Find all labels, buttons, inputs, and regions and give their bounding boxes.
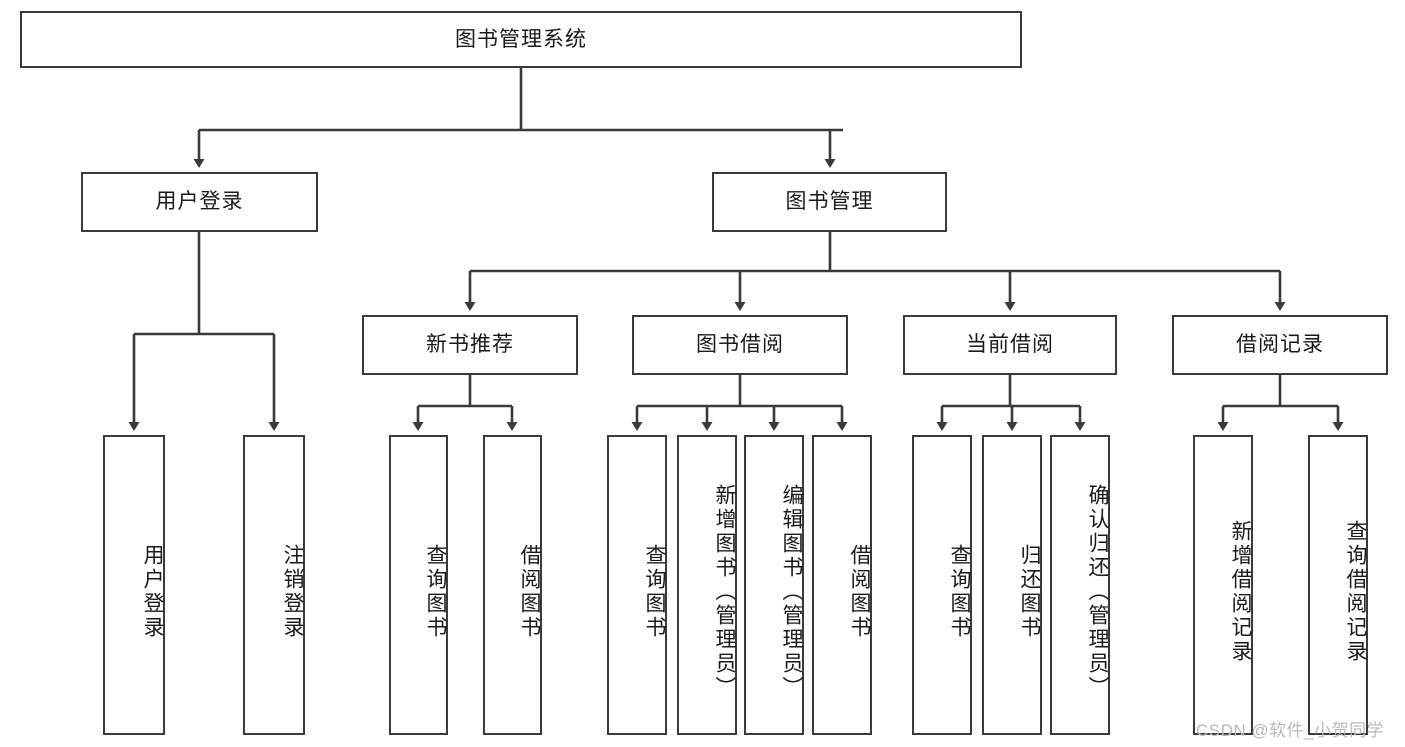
- node-borrow-records-label: 借阅记录: [1236, 333, 1324, 357]
- leaf-confirm-return-admin[interactable]: 确认归还（管理员）: [1050, 435, 1110, 735]
- leaf-user-login[interactable]: 用户登录: [103, 435, 165, 735]
- leaf-query-book-current-label: 查询图书: [948, 544, 971, 640]
- leaf-borrow-book-label: 借阅图书: [848, 544, 871, 640]
- leaf-borrow-book-recommend-label: 借阅图书: [518, 544, 541, 640]
- node-borrow-records[interactable]: 借阅记录: [1172, 315, 1388, 375]
- leaf-add-book-admin-label: 新增图书（管理员）: [713, 484, 736, 700]
- node-current-borrow-label: 当前借阅: [966, 333, 1054, 357]
- leaf-query-book-borrow-label: 查询图书: [643, 544, 666, 640]
- node-new-book-recommend[interactable]: 新书推荐: [362, 315, 578, 375]
- leaf-query-book-current[interactable]: 查询图书: [912, 435, 972, 735]
- node-book-management[interactable]: 图书管理: [712, 172, 947, 232]
- leaf-add-borrow-record-label: 新增借阅记录: [1229, 520, 1252, 664]
- leaf-borrow-book[interactable]: 借阅图书: [812, 435, 872, 735]
- leaf-logout-label: 注销登录: [281, 544, 304, 640]
- leaf-return-book[interactable]: 归还图书: [982, 435, 1042, 735]
- node-new-book-recommend-label: 新书推荐: [426, 333, 514, 357]
- node-user-login-label: 用户登录: [155, 190, 244, 214]
- leaf-edit-book-admin[interactable]: 编辑图书（管理员）: [744, 435, 804, 735]
- leaf-return-book-label: 归还图书: [1018, 544, 1041, 640]
- node-book-management-label: 图书管理: [785, 190, 874, 214]
- node-user-login[interactable]: 用户登录: [81, 172, 318, 232]
- leaf-add-book-admin[interactable]: 新增图书（管理员）: [677, 435, 737, 735]
- watermark: CSDN @软件_小贺同学: [1196, 721, 1385, 740]
- leaf-user-login-label: 用户登录: [141, 544, 164, 640]
- node-root-label: 图书管理系统: [455, 27, 587, 51]
- leaf-borrow-book-recommend[interactable]: 借阅图书: [483, 435, 542, 735]
- leaf-edit-book-admin-label: 编辑图书（管理员）: [780, 484, 803, 700]
- leaf-confirm-return-admin-label: 确认归还（管理员）: [1086, 484, 1109, 700]
- node-root[interactable]: 图书管理系统: [20, 11, 1022, 68]
- node-book-borrow-label: 图书借阅: [696, 333, 784, 357]
- leaf-query-borrow-record[interactable]: 查询借阅记录: [1308, 435, 1368, 735]
- leaf-query-borrow-record-label: 查询借阅记录: [1344, 520, 1367, 664]
- leaf-logout[interactable]: 注销登录: [243, 435, 305, 735]
- leaf-query-book-recommend-label: 查询图书: [424, 544, 447, 640]
- node-book-borrow[interactable]: 图书借阅: [632, 315, 848, 375]
- node-current-borrow[interactable]: 当前借阅: [903, 315, 1117, 375]
- leaf-query-book-borrow[interactable]: 查询图书: [607, 435, 667, 735]
- leaf-add-borrow-record[interactable]: 新增借阅记录: [1193, 435, 1253, 735]
- leaf-query-book-recommend[interactable]: 查询图书: [389, 435, 448, 735]
